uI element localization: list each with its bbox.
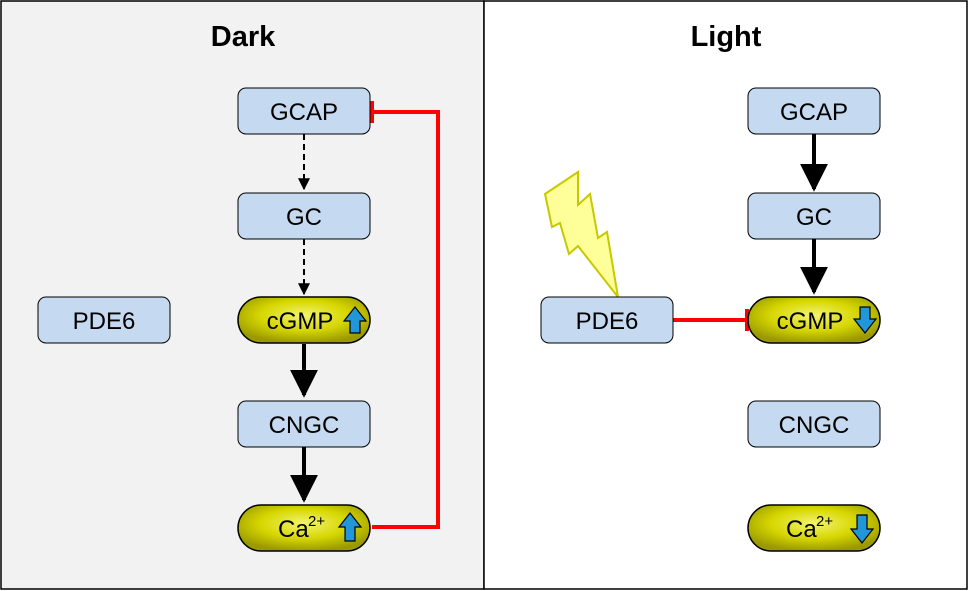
light-ca-charge: 2+: [816, 513, 833, 530]
dark-cgmp-node: cGMP: [237, 296, 371, 344]
down-arrow-icon: [849, 514, 875, 544]
dark-gc-label: GC: [286, 204, 322, 231]
dark-ca-label: Ca: [278, 516, 309, 543]
light-panel-title: Light: [691, 21, 762, 53]
light-cngc-label: CNGC: [779, 412, 850, 439]
dark-ca-inhibits-gcap-line: [372, 110, 440, 529]
light-gc-node: GC: [747, 192, 881, 240]
light-gc-label: GC: [796, 204, 832, 231]
up-arrow-icon: [337, 512, 363, 542]
dark-cngc-label: CNGC: [269, 412, 340, 439]
light-gcap-label: GCAP: [780, 99, 848, 126]
down-arrow-icon: [852, 306, 878, 334]
light-ca-node: Ca 2+: [747, 504, 881, 552]
lightning-bolt-icon: [543, 170, 619, 298]
dark-ca-charge: 2+: [308, 513, 325, 530]
light-cngc-node: CNGC: [747, 400, 881, 448]
light-cgmp-label: cGMP: [777, 308, 844, 335]
dark-pde6-node: PDE6: [37, 296, 171, 344]
dark-gcap-label: GCAP: [270, 99, 338, 126]
dark-cgmp-label: cGMP: [267, 308, 334, 335]
dark-ca-node: Ca 2+: [237, 504, 371, 552]
light-pde6-label: PDE6: [576, 308, 639, 335]
dark-panel-title: Dark: [211, 21, 276, 53]
light-panel: [483, 0, 968, 590]
light-pde6-node: PDE6: [540, 296, 674, 344]
light-gcap-node: GCAP: [747, 87, 881, 135]
dark-gc-node: GC: [237, 192, 371, 240]
dark-gcap-node: GCAP: [237, 87, 371, 135]
dark-pde6-label: PDE6: [73, 308, 136, 335]
up-arrow-icon: [342, 306, 368, 334]
dark-cngc-node: CNGC: [237, 400, 371, 448]
light-cgmp-node: cGMP: [747, 296, 881, 344]
light-ca-label: Ca: [786, 516, 817, 543]
